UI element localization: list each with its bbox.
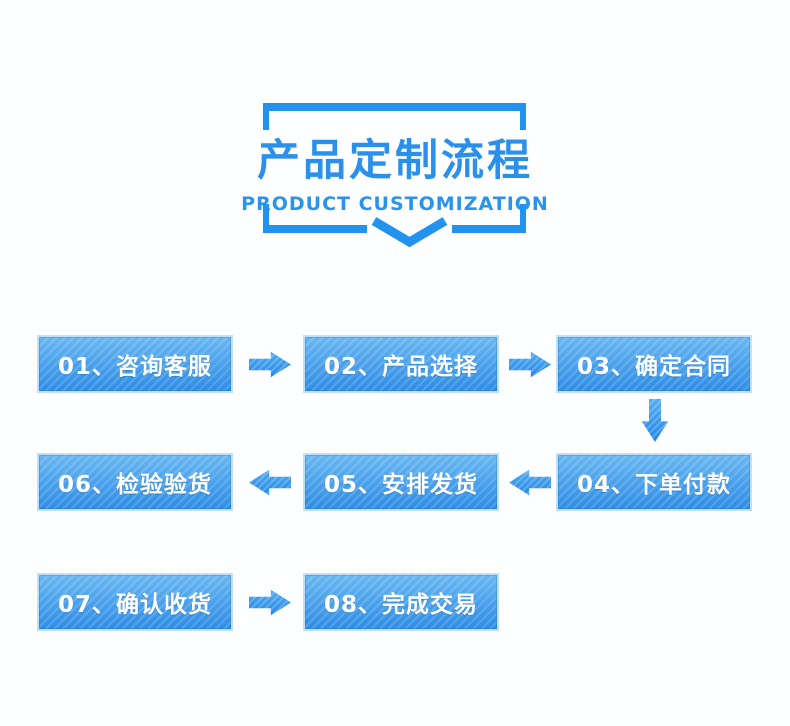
page-title: 产品定制流程 xyxy=(257,136,533,186)
step-box-04: 04、下单付款 xyxy=(556,453,752,511)
step-box-07: 07、确认收货 xyxy=(37,573,233,631)
arrow-right-icon-02-03 xyxy=(509,351,551,378)
step-box-08: 08、完成交易 xyxy=(303,573,499,631)
arrow-right-icon-07-08 xyxy=(249,589,291,616)
step-label-02: 02、产品选择 xyxy=(323,354,478,380)
step-label-01: 01、咨询客服 xyxy=(57,354,212,380)
title-bracket-bottom-left-decoration xyxy=(263,204,367,233)
arrow-down-icon-03-04 xyxy=(641,399,669,442)
step-label-08: 08、完成交易 xyxy=(323,592,478,618)
title-bracket-bottom-right-decoration xyxy=(452,204,526,233)
title-bracket-top-decoration xyxy=(263,103,526,130)
step-box-05: 05、安排发货 xyxy=(303,453,499,511)
step-label-03: 03、确定合同 xyxy=(576,354,731,380)
step-label-04: 04、下单付款 xyxy=(576,472,731,498)
arrow-right-icon-01-02 xyxy=(249,351,291,378)
step-label-06: 06、检验验货 xyxy=(57,472,212,498)
step-label-07: 07、确认收货 xyxy=(57,592,212,618)
step-box-02: 02、产品选择 xyxy=(303,335,499,393)
step-box-03: 03、确定合同 xyxy=(556,335,752,393)
arrow-left-icon-05-06 xyxy=(249,469,291,496)
step-box-06: 06、检验验货 xyxy=(37,453,233,511)
arrow-left-icon-04-05 xyxy=(509,469,551,496)
step-box-01: 01、咨询客服 xyxy=(37,335,233,393)
page-subtitle: PRODUCT CUSTOMIZATION xyxy=(241,193,549,215)
step-label-05: 05、安排发货 xyxy=(323,472,478,498)
chevron-down-icon xyxy=(371,217,448,248)
